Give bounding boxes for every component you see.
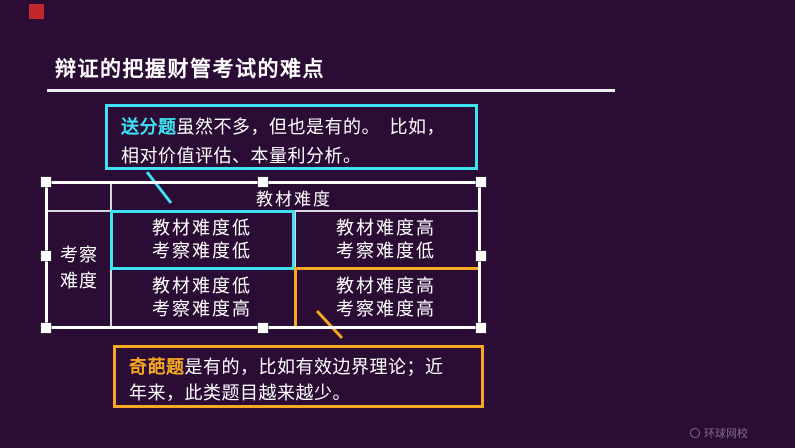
orange-cell-highlight-top xyxy=(294,267,478,270)
easy-questions-callout[interactable]: 送分题虽然不多，但也是有的。 比如， 相对价值评估、本量利分析。 xyxy=(105,104,478,170)
cell-line: 考察难度低 xyxy=(336,241,436,261)
slide-title: 辩证的把握财管考试的难点 xyxy=(55,58,325,81)
cell-line: 考察难度高 xyxy=(336,299,436,319)
easy-questions-keyword: 送分题 xyxy=(121,117,177,137)
cell-line: 考察难度高 xyxy=(152,299,252,319)
selection-handle-middle-left[interactable] xyxy=(41,251,51,261)
weird-questions-callout[interactable]: 奇葩题是有的，比如有效边界理论；近 年来，此类题目越来越少。 xyxy=(113,345,484,408)
difficulty-table[interactable]: 教材难度 考察 难度 教材难度低 考察难度低 教材难度高 考察难度低 教材难度低… xyxy=(45,181,481,329)
selection-handle-top-left[interactable] xyxy=(41,177,51,187)
cell-line: 教材难度高 xyxy=(336,276,436,296)
table-cell-low-low: 教材难度低 考察难度低 xyxy=(110,210,294,270)
title-underline xyxy=(47,89,615,92)
callout-line: 年来，此类题目越来越少。 xyxy=(129,383,351,403)
selection-handle-middle-right[interactable] xyxy=(476,251,486,261)
watermark: 环球网校 xyxy=(690,425,748,441)
callout-text: 是有的，比如有效边界理论；近 xyxy=(184,357,444,377)
callout-line: 相对价值评估、本量利分析。 xyxy=(121,146,362,166)
weird-questions-keyword: 奇葩题 xyxy=(129,357,185,377)
callout-line: 送分题虽然不多，但也是有的。 比如， xyxy=(121,113,462,142)
callout-line: 奇葩题是有的，比如有效边界理论；近 xyxy=(129,354,468,380)
cell-line: 教材难度低 xyxy=(152,218,252,238)
selection-handle-top-middle[interactable] xyxy=(258,177,268,187)
table-cell-high-high: 教材难度高 考察难度高 xyxy=(294,270,478,326)
row-header-line: 考察 xyxy=(60,245,98,265)
selection-handle-top-right[interactable] xyxy=(476,177,486,187)
watermark-text: 环球网校 xyxy=(704,428,748,440)
recording-indicator xyxy=(29,4,44,19)
selection-handle-bottom-left[interactable] xyxy=(41,323,51,333)
table-column-header: 教材难度 xyxy=(256,190,332,209)
selection-handle-bottom-middle[interactable] xyxy=(258,323,268,333)
table-cell-high-low: 教材难度高 考察难度低 xyxy=(294,210,478,270)
row-header-line: 难度 xyxy=(60,271,98,291)
cell-line: 考察难度低 xyxy=(152,241,252,261)
table-row-header: 考察 难度 xyxy=(48,210,110,326)
selection-handle-bottom-right[interactable] xyxy=(476,323,486,333)
cell-line: 教材难度高 xyxy=(336,218,436,238)
cell-line: 教材难度低 xyxy=(152,276,252,296)
watermark-logo-icon xyxy=(690,428,700,438)
callout-text: 虽然不多，但也是有的。 比如， xyxy=(176,117,445,137)
table-cell-low-high: 教材难度低 考察难度高 xyxy=(110,270,294,326)
orange-cell-highlight-left xyxy=(294,267,297,326)
